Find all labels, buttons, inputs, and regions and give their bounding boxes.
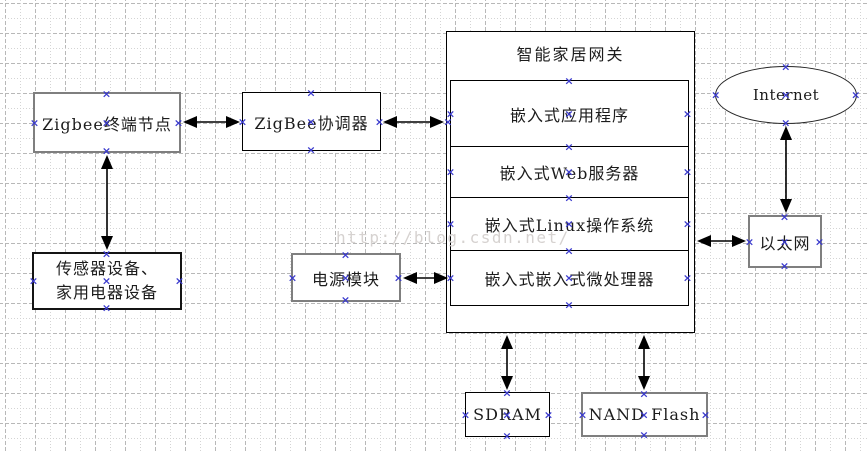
gateway-title: 智能家居网关 — [516, 45, 625, 64]
node-gateway: 智能家居网关 嵌入式应用程序 嵌入式Web服务器 嵌入式Linux操作系统 — [446, 31, 695, 333]
connection-point-icon — [781, 90, 791, 101]
connection-point-icon — [564, 108, 574, 119]
connection-point-icon — [102, 146, 112, 157]
connection-point-icon — [780, 236, 790, 247]
connection-point-icon — [288, 272, 298, 283]
node-nand-flash: NAND Flash — [581, 392, 708, 437]
connection-point-icon — [174, 117, 184, 128]
connection-point-icon — [781, 118, 791, 129]
gateway-layer-web-server: 嵌入式Web服务器 — [451, 146, 688, 197]
gateway-layer-stack: 嵌入式应用程序 嵌入式Web服务器 嵌入式Linux操作系统 — [450, 80, 689, 306]
node-ethernet: 以太网 — [748, 215, 822, 268]
connection-point-icon — [780, 212, 790, 223]
connection-point-icon — [564, 300, 574, 311]
connection-point-icon — [394, 272, 404, 283]
connection-point-icon — [564, 273, 574, 284]
connection-point-icon — [341, 272, 351, 283]
connection-point-icon — [564, 193, 574, 204]
node-sdram: SDRAM — [465, 392, 550, 437]
connection-point-icon — [683, 108, 693, 119]
gateway-layer-application: 嵌入式应用程序 — [451, 81, 688, 146]
connection-point-icon — [502, 431, 512, 442]
gateway-layer-microprocessor: 嵌入式嵌入式微处理器 — [451, 250, 688, 305]
connection-point-icon — [851, 90, 861, 101]
connection-point-icon — [102, 89, 112, 100]
node-zigbee-terminal: Zigbee终端节点 — [33, 92, 181, 153]
connection-point-icon — [102, 303, 112, 314]
node-sensor-devices: 传感器设备、 家用电器设备 — [32, 252, 182, 310]
connection-point-icon — [29, 276, 39, 287]
connection-point-icon — [341, 295, 351, 306]
node-power-module: 电源模块 — [291, 253, 401, 302]
connection-point-icon — [639, 389, 649, 400]
connection-point-icon — [781, 62, 791, 73]
connection-point-icon — [502, 388, 512, 399]
connection-point-icon — [306, 116, 316, 127]
connection-point-icon — [683, 219, 693, 230]
node-zigbee-coordinator: ZigBee协调器 — [242, 92, 381, 151]
connection-point-icon — [443, 117, 452, 128]
connection-point-icon — [780, 261, 790, 272]
node-internet: Internet — [715, 66, 857, 124]
connection-point-icon — [306, 145, 316, 156]
connection-point-icon — [701, 409, 711, 420]
connection-point-icon — [102, 117, 112, 128]
connection-point-icon — [341, 250, 351, 261]
connection-point-icon — [639, 409, 649, 420]
connection-point-icon — [578, 409, 588, 420]
connection-point-icon — [461, 409, 471, 420]
connection-point-icon — [564, 167, 574, 178]
connection-point-icon — [544, 409, 554, 420]
connection-point-icon — [306, 88, 316, 99]
connection-point-icon — [564, 142, 574, 153]
node-sensor-devices-line1: 传感器设备、 — [55, 259, 158, 278]
connection-point-icon — [745, 236, 755, 247]
connection-point-icon — [175, 276, 185, 287]
connection-point-icon — [102, 249, 112, 260]
connection-point-icon — [564, 246, 574, 257]
connection-point-icon — [815, 236, 825, 247]
csdn-watermark: http://blog.csdn.net/ — [336, 228, 570, 247]
connection-point-icon — [639, 430, 649, 441]
connection-point-icon — [564, 76, 574, 87]
connection-point-icon — [683, 167, 693, 178]
connection-point-icon — [30, 117, 40, 128]
connection-point-icon — [375, 116, 385, 127]
connection-point-icon — [502, 409, 512, 420]
connection-point-icon — [238, 116, 248, 127]
gateway-layer-linux-os: 嵌入式Linux操作系统 — [451, 197, 688, 250]
connection-point-icon — [683, 273, 693, 284]
connection-point-icon — [711, 90, 721, 101]
connection-point-icon — [102, 276, 112, 287]
node-sensor-devices-line2: 家用电器设备 — [55, 283, 158, 302]
connection-point-icon — [446, 273, 456, 284]
connection-point-icon — [446, 167, 456, 178]
